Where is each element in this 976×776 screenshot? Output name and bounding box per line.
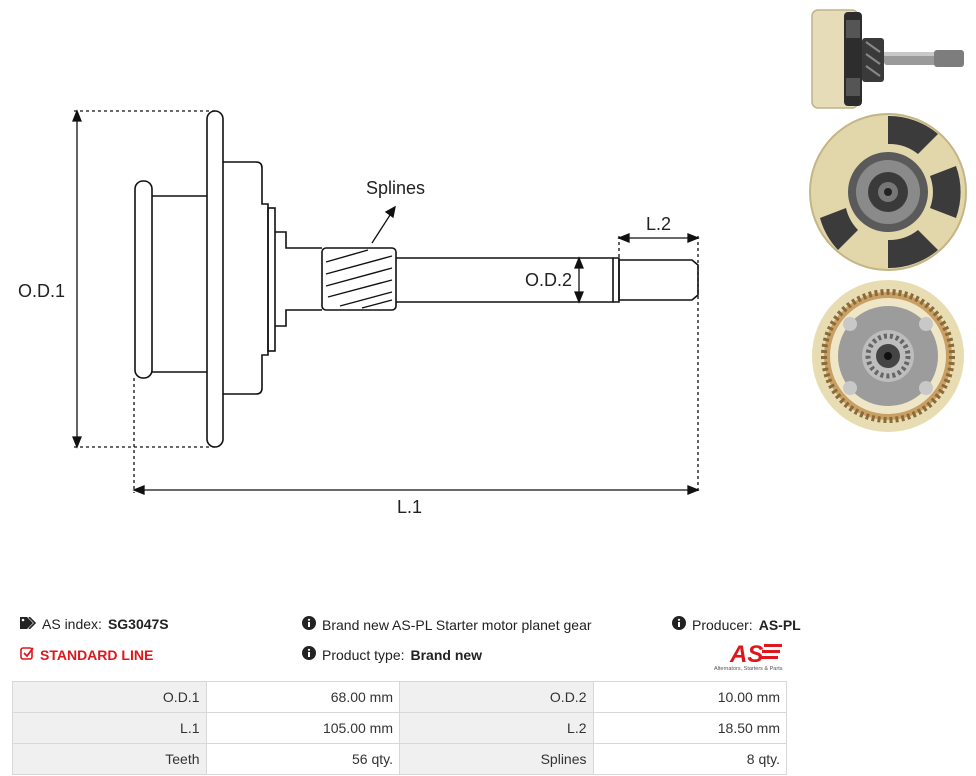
spec-key: O.D.2 <box>399 681 594 713</box>
carrier-plate <box>267 207 276 352</box>
checkbox-icon <box>20 646 34 663</box>
hub-outline <box>152 195 207 373</box>
tags-icon <box>20 616 37 632</box>
back-flange <box>134 180 153 379</box>
shaft-step <box>275 231 322 327</box>
standard-line-text: STANDARD LINE <box>40 646 154 663</box>
info-icon <box>302 616 316 633</box>
shaft <box>396 257 614 303</box>
main-disc <box>206 110 224 448</box>
shaft-tip <box>618 259 699 301</box>
technical-drawing: O.D.1 O.D.2 L.1 L.2 Splines <box>18 109 700 517</box>
l1-label: L.1 <box>397 497 422 517</box>
carrier-body <box>223 161 269 395</box>
spec-value: 56 qty. <box>205 743 400 775</box>
spec-key: L.1 <box>12 712 207 744</box>
producer-label: Producer: <box>692 616 753 633</box>
spec-value: 18.50 mm <box>592 712 787 744</box>
splines-section <box>321 247 397 311</box>
side-view-photo <box>811 9 964 109</box>
producer-row: Producer: AS-PL <box>672 616 801 633</box>
od2-label: O.D.2 <box>525 270 572 290</box>
od1-label: O.D.1 <box>18 281 65 301</box>
info-icon <box>672 616 686 633</box>
product-type-value: Brand new <box>410 646 483 663</box>
spline-teeth <box>325 249 393 309</box>
spec-key: Teeth <box>12 743 207 775</box>
producer-value: AS-PL <box>758 616 801 633</box>
description-text: Brand new AS-PL Starter motor planet gea… <box>322 616 592 633</box>
as-index-value: SG3047S <box>107 616 169 632</box>
splines-label: Splines <box>366 178 425 198</box>
as-pl-logo: AS Alternators, Starters & Parts <box>714 641 783 672</box>
spec-key: L.2 <box>399 712 594 744</box>
spec-value: 68.00 mm <box>205 681 400 713</box>
product-type-row: Product type: Brand new <box>302 646 482 663</box>
l2-label: L.2 <box>646 214 671 234</box>
description-row: Brand new AS-PL Starter motor planet gea… <box>302 616 592 633</box>
logo-tagline: Alternators, Starters & Parts <box>714 666 783 672</box>
spec-key: O.D.1 <box>12 681 207 713</box>
spec-value: 8 qty. <box>592 743 787 775</box>
shaft-neck <box>613 257 620 303</box>
as-index-label: AS index: <box>42 616 102 632</box>
info-icon <box>302 646 316 663</box>
product-type-label: Product type: <box>322 646 405 663</box>
spec-value: 10.00 mm <box>592 681 787 713</box>
gear-face-photo <box>812 280 964 432</box>
spec-value: 105.00 mm <box>205 712 400 744</box>
logo-text: AS <box>729 641 763 668</box>
back-view-photo <box>809 113 967 271</box>
spec-key: Splines <box>399 743 594 775</box>
standard-line-badge: STANDARD LINE <box>20 646 153 663</box>
as-index-row: AS index: SG3047S <box>20 616 169 632</box>
